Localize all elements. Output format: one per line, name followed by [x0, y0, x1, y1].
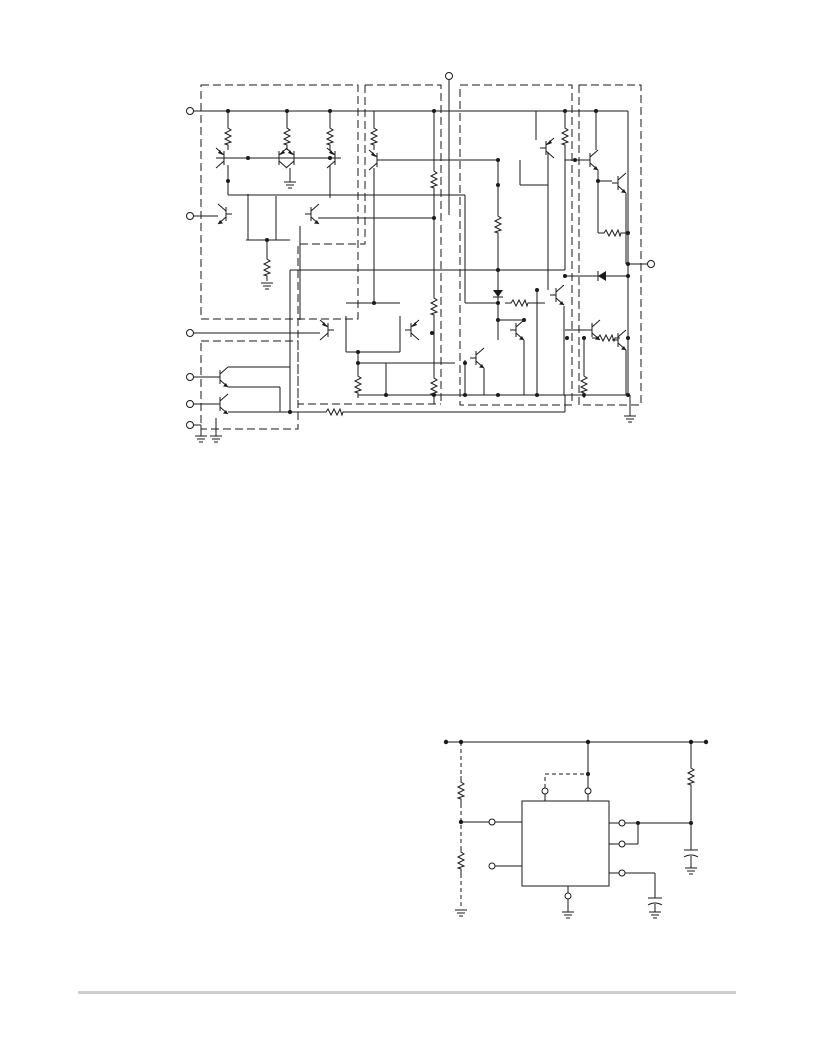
ground-icon: [623, 415, 637, 423]
pullup-resistor: [687, 761, 695, 791]
block-input-stage: [193, 109, 465, 320]
timing-capacitor: [647, 897, 663, 906]
ic-package: [521, 800, 610, 887]
divider-resistor-top: [457, 775, 465, 805]
terminals[interactable]: [186, 72, 655, 429]
ic-pin-bottom[interactable]: [564, 892, 572, 900]
terminal-left-5[interactable]: [186, 400, 194, 408]
ic-pins[interactable]: [488, 787, 626, 900]
ic-pin-left-1[interactable]: [488, 818, 496, 826]
terminal-left-1[interactable]: [186, 107, 194, 115]
block-driver-stage: [289, 109, 569, 412]
ic-pin-left-2[interactable]: [488, 862, 496, 870]
terminal-left-3[interactable]: [186, 329, 194, 337]
filter-capacitor: [683, 849, 699, 858]
block-boundaries: [200, 84, 642, 430]
block-control-inputs: [193, 366, 566, 443]
divider-resistor-bottom: [457, 845, 465, 875]
terminal-left-6[interactable]: [186, 421, 194, 429]
terminal-top[interactable]: [445, 72, 453, 80]
ic-pin-top-left[interactable]: [541, 787, 549, 795]
footer-divider: [78, 991, 736, 994]
ic-pin-right-3[interactable]: [618, 869, 626, 877]
terminal-left-2[interactable]: [186, 212, 194, 220]
internal-schematic: [186, 72, 655, 443]
ic-pin-right-2[interactable]: [618, 840, 626, 848]
application-circuit: [443, 739, 709, 919]
ic-pin-top-right[interactable]: [584, 787, 592, 795]
terminal-left-4[interactable]: [186, 373, 194, 381]
terminal-output[interactable]: [647, 260, 655, 268]
ic-ground-icon: [561, 911, 575, 919]
ic-pin-right-1[interactable]: [618, 819, 626, 827]
block-output-stage: [563, 109, 648, 399]
block-gain-stage: [193, 109, 498, 404]
